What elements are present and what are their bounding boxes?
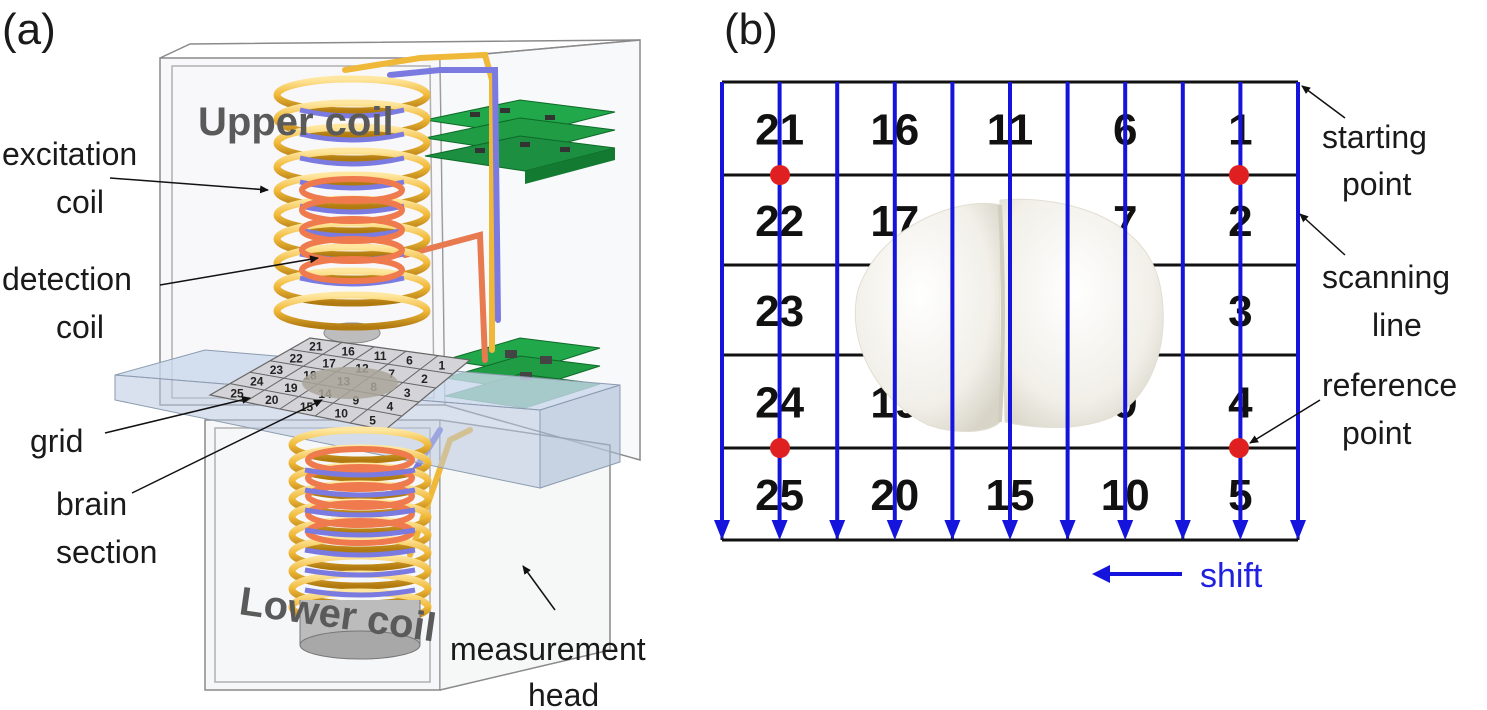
reference-point-label-line1: reference (1322, 367, 1457, 403)
grid-label: grid (30, 423, 83, 459)
mini-grid-number: 25 (230, 386, 244, 400)
upper-detection-turn (299, 256, 405, 284)
scanning-line-label-line2: line (1372, 307, 1422, 343)
mini-grid-number: 7 (388, 367, 395, 381)
scanning-line-arrowhead (771, 520, 788, 540)
starting-point-label-line2: point (1342, 166, 1412, 202)
brain-section-image (854, 198, 1164, 433)
lower-detection-turn (305, 446, 415, 474)
lower-blue-turn (304, 527, 416, 538)
upper-blue-turn (299, 227, 405, 239)
scanning-line-arrowhead (1002, 520, 1018, 540)
reference-point-label-line2: point (1342, 415, 1412, 451)
panel-a: (a) (2, 5, 646, 710)
panel-a-label: (a) (2, 5, 56, 54)
mini-grid-number: 21 (309, 340, 323, 354)
starting-point-arrow (1301, 85, 1346, 119)
scanning-line-arrowhead (829, 520, 846, 540)
lower-detection-turn (305, 482, 415, 510)
mini-grid-number: 11 (374, 349, 387, 363)
scanning-line-arrowhead (714, 520, 730, 540)
mini-grid-number: 6 (406, 354, 413, 368)
mini-grid-number: 20 (265, 393, 279, 407)
lower-blue-turn (304, 547, 416, 558)
lower-detection-turn (305, 500, 415, 528)
upper-blue-turn (299, 203, 405, 215)
scanning-line-arrow (1299, 213, 1346, 256)
reference-point-arrow (1249, 399, 1321, 444)
panel-b: (b) 21161161221772233241994252015105 sta… (714, 5, 1457, 595)
brain-section-arrow (131, 399, 323, 494)
scanning-line-arrowhead (1117, 520, 1134, 540)
measurement-head-label-line1: measurement (450, 631, 646, 667)
reference-point (1229, 438, 1249, 458)
mini-grid-number: 3 (404, 386, 411, 400)
mini-grid-number: 17 (322, 356, 336, 370)
mini-grid-number: 4 (387, 400, 394, 414)
upper-blue-turn (299, 107, 405, 119)
mini-grid-line (244, 341, 343, 403)
mini-grid-number: 22 (289, 351, 303, 365)
excitation-coil-label-line1: excitation (2, 136, 137, 172)
upper-blue-turn (299, 131, 405, 143)
mini-grid-number: 2 (421, 372, 428, 386)
scanning-line-label-line1: scanning (1322, 259, 1450, 295)
lower-coil-turn (288, 426, 432, 464)
mini-grid-line (289, 348, 454, 375)
upper-coil-turn (273, 75, 431, 115)
detection-coil-arrow (159, 255, 319, 286)
upper-coil-turn (273, 123, 431, 163)
upper-coil-turn (273, 147, 431, 187)
lower-blue-turn (304, 487, 416, 498)
scanning-line-arrowhead (1059, 520, 1076, 540)
scanning-line-arrowhead (944, 520, 961, 540)
lower-blue-turn (304, 507, 416, 518)
mini-grid-number: 23 (270, 363, 284, 377)
mini-grid-number: 16 (341, 344, 355, 358)
excitation-coil-arrow (109, 177, 269, 194)
reference-point (1229, 165, 1249, 185)
excitation-coil-label-line2: coil (56, 184, 104, 220)
upper-coil-turn (273, 99, 431, 139)
mini-grid-number: 10 (335, 407, 349, 421)
mini-grid-number: 5 (369, 413, 376, 427)
mini-grid-number: 19 (284, 381, 298, 395)
reference-points (770, 165, 1249, 458)
grid-arrow (104, 395, 251, 434)
lower-excitation-coil (288, 426, 432, 660)
reference-point (770, 165, 790, 185)
upper-blue-turn (299, 155, 405, 167)
scanning-line-arrowhead (1290, 520, 1306, 540)
upper-coil-turn (273, 291, 431, 331)
mini-brain-section (302, 367, 398, 399)
lower-coil-turn (288, 534, 432, 572)
brain-section-label-line2: section (56, 534, 157, 570)
lower-blue-turn (304, 567, 416, 578)
upper-coil-label: Upper coil (198, 100, 394, 144)
lower-detection-turn (305, 464, 415, 492)
starting-point-label-line1: starting (1322, 119, 1427, 155)
upper-excitation-coil (273, 75, 431, 344)
panel-b-label: (b) (724, 5, 778, 54)
upper-coil-turn (273, 171, 431, 211)
detection-coil-label-line2: coil (56, 309, 104, 345)
lower-blue-turn (304, 587, 416, 598)
shift-label: shift (1200, 557, 1263, 595)
measurement-head-arrow (522, 565, 556, 611)
scanning-line-arrowhead (886, 520, 903, 540)
brain-section-label-line1: brain (56, 486, 127, 522)
detection-coil-label-line1: detection (2, 261, 132, 297)
scanning-line-arrowhead (1174, 520, 1191, 540)
scanning-lines (714, 82, 1306, 540)
scanning-line-arrowhead (1232, 520, 1249, 540)
mini-grid-number: 1 (438, 358, 445, 372)
mini-grid-number: 9 (352, 393, 359, 407)
reference-point (770, 438, 790, 458)
shift-arrow (1092, 565, 1182, 583)
lower-blue-turn (304, 467, 416, 478)
mini-grid-number: 24 (250, 375, 264, 389)
measurement-head-label-line2: head (528, 677, 599, 710)
upper-coil-turn (273, 267, 431, 307)
